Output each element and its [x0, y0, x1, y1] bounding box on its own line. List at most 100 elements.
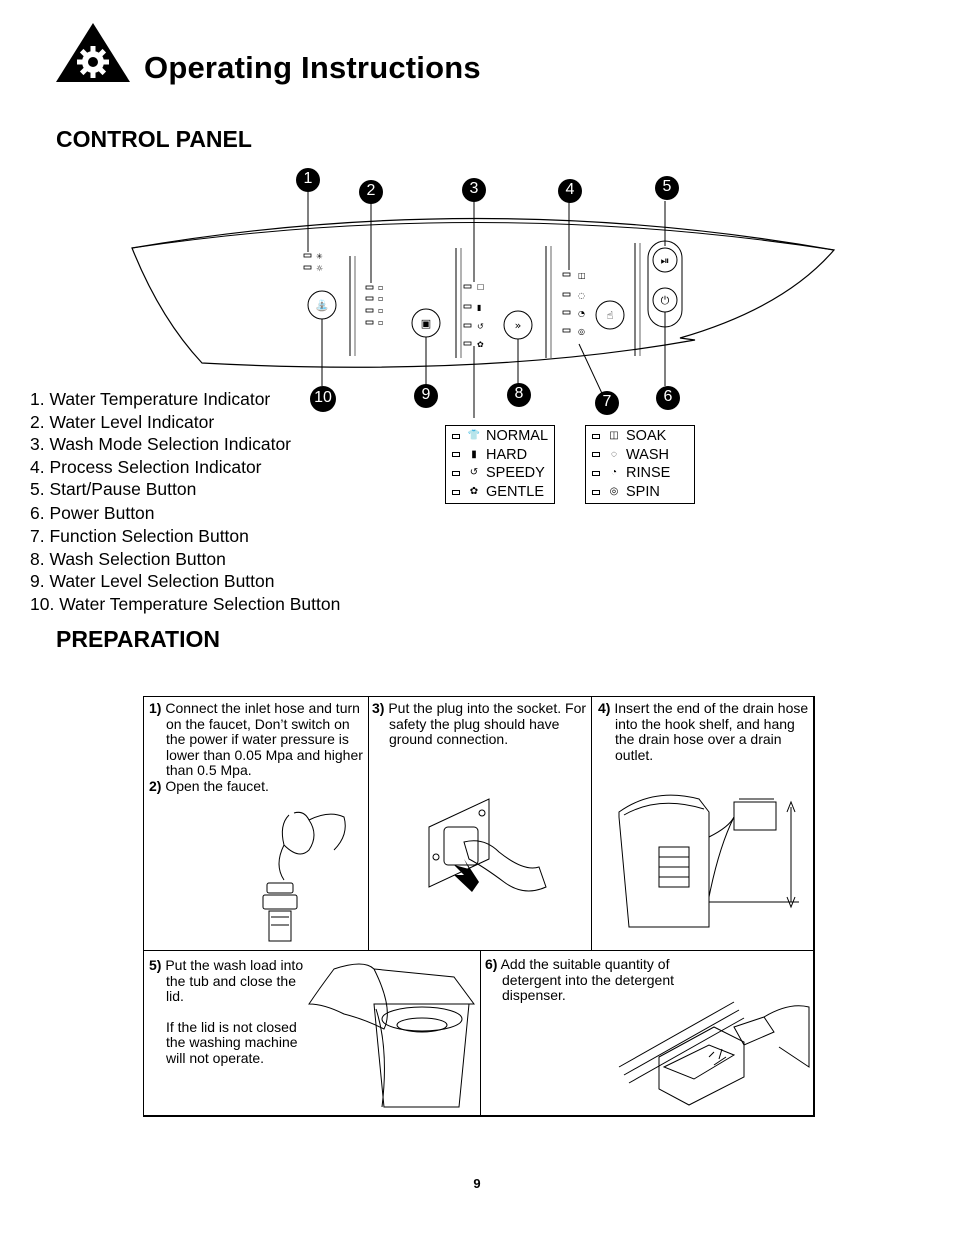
svg-text:↺: ↺ [477, 322, 484, 331]
svg-text:▫: ▫ [378, 294, 383, 303]
callout-9 [414, 384, 438, 408]
svg-text:☼: ☼ [316, 264, 323, 273]
gear-warning-icon [56, 23, 130, 82]
callout-4 [558, 179, 582, 203]
svg-text:☐: ☐ [477, 283, 484, 292]
callout-7-label: 7 [602, 393, 612, 410]
svg-text:▫: ▫ [378, 306, 383, 315]
wash-mode-legend: 👕 NORMAL ▮ HARD ↺ SPEEDY ✿GENTLE [445, 425, 555, 505]
process-label: RINSE [626, 465, 671, 482]
drain-hose-illustration [618, 794, 799, 928]
step-cell-1: 1) Connect the inlet hose and turn on th… [149, 700, 364, 795]
callout-2 [359, 180, 383, 204]
svg-text:✿: ✿ [477, 340, 484, 349]
faucet-hose-illustration [262, 811, 346, 942]
page-number: 9 [473, 1176, 481, 1191]
legend-item: 10. Water Temperature Selection Button [30, 593, 341, 614]
svg-text:▫: ▫ [378, 318, 383, 327]
step-number: 3) [372, 700, 385, 716]
process-label: SPIN [626, 483, 660, 500]
step-number: 2) [149, 777, 162, 794]
svg-text:▮: ▮ [477, 303, 481, 312]
wash-mode-label: NORMAL [486, 428, 549, 444]
svg-text:▫: ▫ [378, 283, 383, 292]
callout-3-label: 3 [469, 180, 479, 197]
step-text: Add the suitable quantity of detergent i… [500, 956, 675, 1004]
svg-text:⏯: ⏯ [661, 254, 670, 267]
callout-3 [462, 178, 486, 202]
wash-mode-row: ▮ HARD [452, 446, 550, 465]
legend-item: 7. Function Selection Button [30, 526, 249, 547]
callout-6-label: 6 [663, 388, 673, 405]
process-row: ◔ RINSE [592, 464, 690, 483]
plug-socket-illustration [428, 798, 547, 892]
process-label: WASH [626, 446, 669, 463]
section-heading-control-panel: CONTROL PANEL [56, 126, 252, 152]
spin-icon: ◎ [609, 485, 619, 497]
callout-5 [655, 176, 679, 200]
step-text: Put the plug into the socket. For safety… [388, 700, 587, 748]
svg-text:»: » [515, 319, 522, 332]
process-row: ◫ SOAK [592, 427, 690, 446]
legend-item: 4. Process Selection Indicator [30, 456, 262, 477]
legend-item: 9. Water Level Selection Button [30, 571, 275, 592]
callout-10 [310, 386, 336, 412]
step-note: If the lid is not closed the washing mac… [166, 1018, 298, 1066]
wash-mode-label: GENTLE [486, 483, 545, 500]
svg-text:▣: ▣ [421, 317, 431, 330]
step-number: 5) [149, 957, 162, 973]
svg-text:◌: ◌ [578, 291, 585, 300]
callout-8 [507, 383, 531, 407]
control-panel-legend: 1. Water Temperature Indicator 2. Water … [30, 388, 340, 615]
step-number: 1) [149, 700, 162, 716]
legend-item: 8. Wash Selection Button [30, 548, 226, 569]
process-legend: ◫ SOAK ◌ WASH ◔ RINSE ◎ SPIN [585, 425, 695, 505]
detergent-dispenser-illustration [618, 1001, 810, 1106]
step-text: Insert the end of the drain hose into th… [614, 700, 809, 763]
page-title: Operating Instructions [144, 50, 481, 85]
process-label: SOAK [626, 428, 667, 444]
step-cell-4: 4) Insert the end of the drain hose into… [598, 700, 812, 763]
step-text: Put the wash load into the tub and close… [165, 957, 304, 1005]
svg-text:☝: ☝ [607, 309, 614, 322]
legend-item: 6. Power Button [30, 503, 155, 524]
svg-text:✳: ✳ [316, 252, 323, 261]
legend-item: 5. Start/Pause Button [30, 479, 197, 500]
callout-9-label: 9 [421, 386, 431, 403]
wash-mode-row: ✿GENTLE [452, 483, 550, 502]
soak-icon: ◫ [609, 430, 619, 441]
legend-item: 3. Wash Mode Selection Indicator [30, 434, 292, 455]
callout-6 [656, 386, 680, 410]
svg-text:◔: ◔ [578, 309, 585, 318]
step-text: Open the faucet. [165, 777, 269, 794]
step-cell-3: 3) Put the plug into the socket. For saf… [372, 700, 587, 748]
wash-mode-row: 👕 NORMAL [452, 427, 550, 446]
step-text: Connect the inlet hose and turn on the f… [165, 700, 363, 779]
callout-8-label: 8 [514, 385, 524, 402]
control-panel-diagram: ✳☼ ▫▫▫▫ ☐▮↺✿ ◫◌◔◎ ⛲▣ »☝ ⏯⏻ [131, 192, 836, 418]
callout-5-label: 5 [662, 178, 672, 195]
callout-4-label: 4 [565, 181, 575, 198]
wash-icon: ◌ [611, 448, 617, 460]
step-cell-5: 5) Put the wash load into the tub and cl… [149, 957, 314, 1067]
callout-1-label: 1 [303, 170, 313, 187]
step-cell-6: 6) Add the suitable quantity of detergen… [485, 956, 685, 1004]
callout-2-label: 2 [366, 182, 376, 199]
legend-item: 2. Water Level Indicator [30, 411, 215, 432]
callout-layer [296, 168, 680, 415]
rinse-icon: ◔ [610, 467, 618, 479]
step-number: 4) [598, 700, 611, 716]
svg-text:⛲: ⛲ [315, 299, 329, 312]
shirt-icon: 👕 [467, 430, 481, 441]
callout-10-label: 10 [314, 389, 332, 406]
wash-mode-row: ↺ SPEEDY [452, 464, 550, 483]
wash-mode-label: SPEEDY [486, 465, 545, 482]
callout-7 [595, 391, 619, 415]
preparation-table: 1) Connect the inlet hose and turn on th… [143, 696, 815, 1117]
wash-mode-label: HARD [486, 446, 528, 463]
jeans-icon: ▮ [471, 448, 477, 460]
process-row: ◎ SPIN [592, 483, 690, 502]
swirl-icon: ↺ [469, 467, 479, 479]
svg-text:◎: ◎ [578, 327, 585, 336]
step-number: 6) [485, 956, 498, 972]
